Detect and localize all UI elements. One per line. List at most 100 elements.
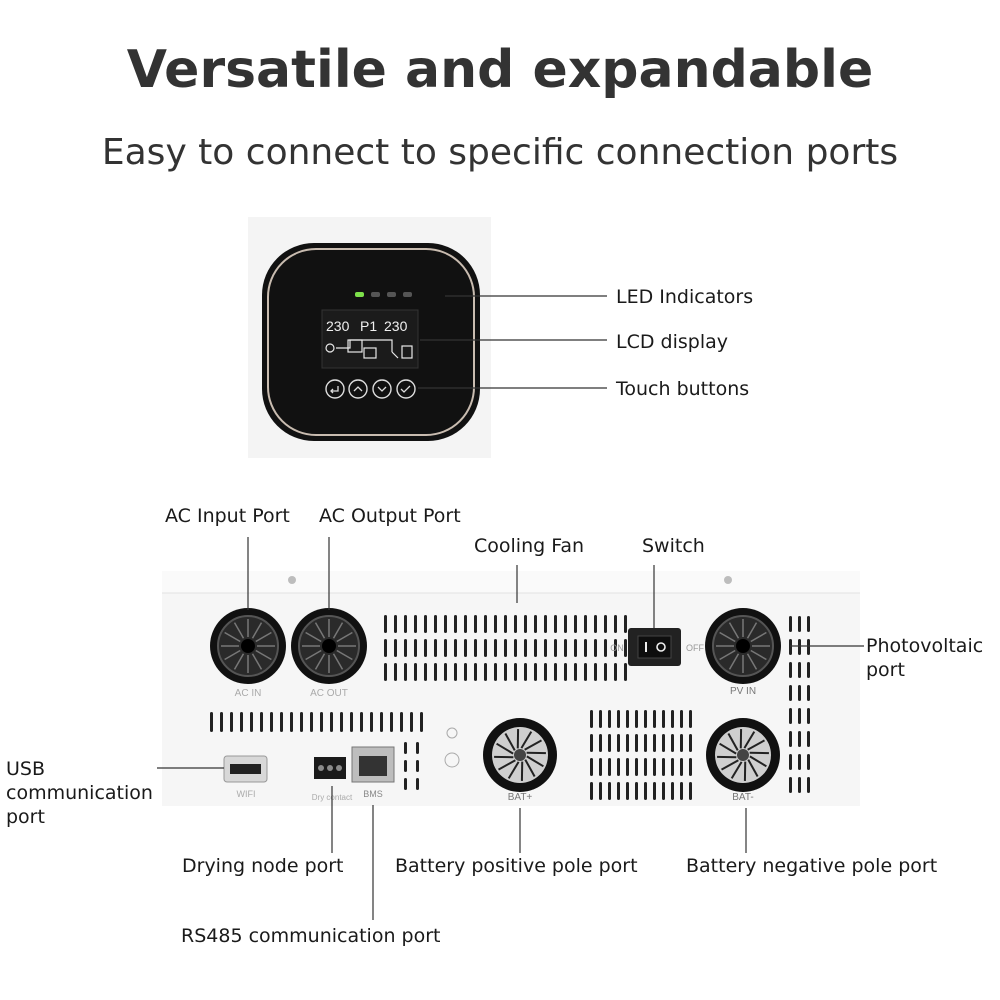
vent-slot	[594, 639, 597, 657]
gland-spoke	[496, 742, 514, 755]
vent-slot	[416, 742, 419, 754]
vent-slot	[564, 615, 567, 633]
vent-slot	[662, 734, 665, 752]
vent-slot	[514, 663, 517, 681]
vent-slot	[789, 685, 792, 701]
vent-slot	[404, 760, 407, 772]
label-led-indicators: LED Indicators	[616, 286, 754, 308]
vent-slot	[590, 758, 593, 776]
vent-slot	[807, 639, 810, 655]
vent-slot	[410, 712, 413, 732]
gland-spoke	[727, 733, 739, 751]
vent-slot	[614, 639, 617, 657]
vent-slot	[554, 615, 557, 633]
gland-spoke	[743, 731, 756, 749]
vent-slot	[789, 616, 792, 632]
vent-slot	[420, 712, 423, 732]
vent-slot	[564, 639, 567, 657]
gland-spoke	[749, 755, 767, 768]
vent-slot	[494, 615, 497, 633]
vent-slot	[653, 782, 656, 800]
front-panel-ring	[267, 248, 475, 436]
vent-slot	[789, 777, 792, 793]
vent-slot	[340, 712, 343, 732]
return-icon	[330, 386, 339, 394]
wifi-imprint: WIFI	[237, 789, 256, 799]
vent-slot	[484, 663, 487, 681]
vent-slot	[608, 758, 611, 776]
vent-slot	[671, 734, 674, 752]
vent-slot	[662, 782, 665, 800]
vent-slot	[404, 639, 407, 657]
page-subtitle: Easy to connect to specific connection p…	[101, 132, 899, 173]
switch-off-mark	[656, 642, 666, 652]
vent-slot	[494, 663, 497, 681]
vent-slot	[394, 639, 397, 657]
vent-slot	[574, 663, 577, 681]
gland-spoke	[728, 622, 740, 639]
vent-slot	[798, 639, 801, 655]
gland-spoke	[730, 761, 743, 779]
screw	[724, 576, 732, 584]
vent-slot	[635, 710, 638, 728]
vent-slot	[454, 615, 457, 633]
vent-slot	[384, 615, 387, 633]
vent-slot	[300, 712, 303, 732]
vent-slot	[544, 663, 547, 681]
vent-slot	[626, 710, 629, 728]
vent-slot	[544, 615, 547, 633]
gland-spoke	[524, 739, 542, 751]
vent-slot	[599, 758, 602, 776]
chevron-up-icon	[353, 386, 363, 392]
label-battery-negative-port: Battery negative pole port	[686, 855, 938, 877]
gland-spoke	[750, 631, 767, 643]
vent-slot	[484, 615, 487, 633]
vent-slot	[574, 639, 577, 657]
vent-slot	[807, 754, 810, 770]
gland-spoke	[719, 742, 737, 755]
vent-slot	[680, 782, 683, 800]
vent-slot	[789, 731, 792, 747]
vent-slot	[474, 639, 477, 657]
screw	[288, 576, 296, 584]
vent-slot	[789, 754, 792, 770]
label-battery-positive-port: Battery positive pole port	[395, 855, 638, 877]
bottom-panel-top-edge	[162, 571, 860, 593]
gland-spoke	[332, 622, 344, 639]
gland-spoke	[314, 653, 326, 670]
vent-slot	[689, 782, 692, 800]
vent-slot	[798, 685, 801, 701]
vent-slot	[635, 758, 638, 776]
vent-slot	[689, 734, 692, 752]
front-leader-lines	[418, 295, 607, 389]
vent-slot	[350, 712, 353, 732]
vent-slot	[604, 663, 607, 681]
gland-spoke	[719, 631, 736, 643]
vent-slot	[608, 734, 611, 752]
battery-negative-gland	[706, 718, 780, 792]
vent-slot	[798, 616, 801, 632]
vent-slot	[290, 712, 293, 732]
bms-imprint: BMS	[363, 789, 383, 799]
gland-spoke	[504, 733, 516, 751]
gland-spoke	[224, 631, 241, 643]
battery-positive-gland	[483, 718, 557, 792]
vent-slot	[635, 734, 638, 752]
label-photovoltaic-port: Photovoltaic port	[866, 635, 984, 681]
vent-slot	[599, 782, 602, 800]
vent-slot	[644, 782, 647, 800]
gland-spoke	[747, 759, 759, 777]
vent-slot	[644, 758, 647, 776]
vent-slot	[604, 615, 607, 633]
vent-slot	[534, 639, 537, 657]
label-lcd-display: LCD display	[616, 331, 728, 353]
vent-slot	[608, 710, 611, 728]
vent-slot	[484, 639, 487, 657]
vent-slot	[524, 663, 527, 681]
vent-slot	[680, 758, 683, 776]
gland-spoke	[233, 653, 245, 670]
vent-slot	[671, 758, 674, 776]
pv-in-imprint: PV IN	[730, 686, 756, 697]
touch-button-esc	[325, 379, 345, 399]
